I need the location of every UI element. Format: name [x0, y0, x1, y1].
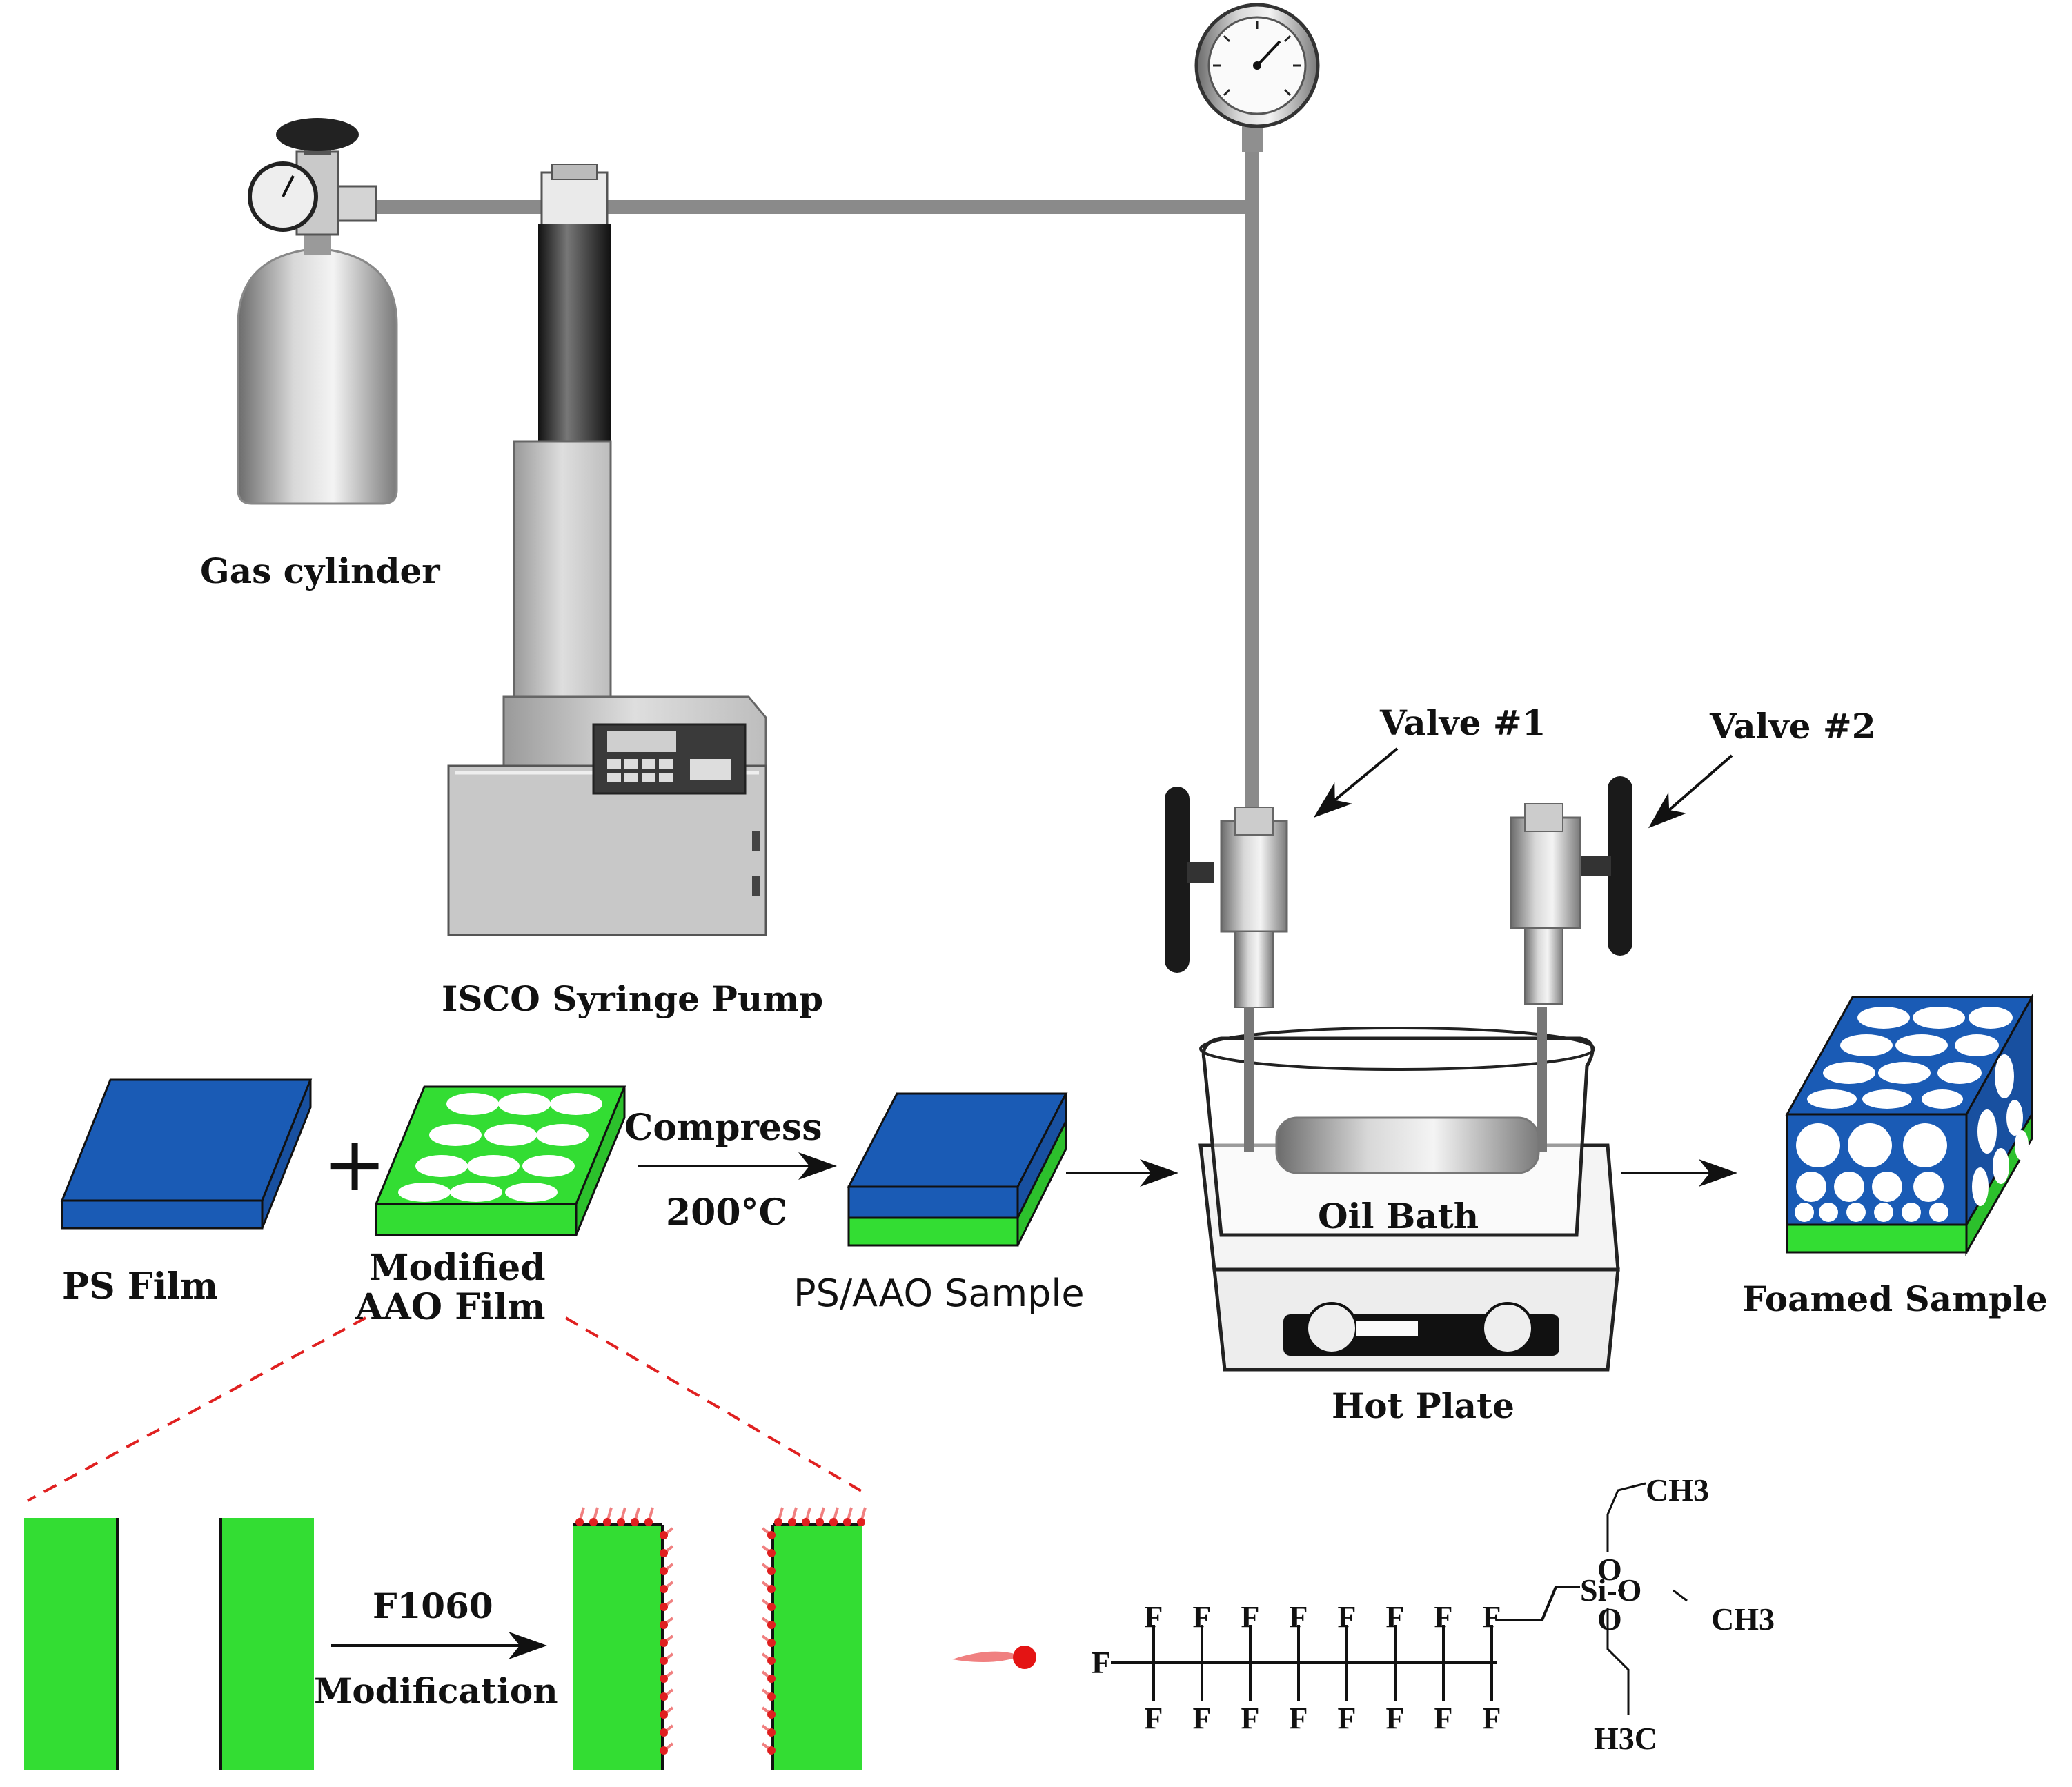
grafted-chain-head [660, 1531, 668, 1539]
grafted-chain-head [660, 1746, 668, 1755]
fluorine-atom: F [1290, 1701, 1308, 1735]
grafted-chain-head [767, 1746, 776, 1755]
grafted-chain-head [631, 1518, 639, 1526]
fluorine-atom: F [1241, 1701, 1260, 1735]
fluorine-atom: F [1193, 1701, 1212, 1735]
grafted-chain-head [767, 1531, 776, 1539]
grafted-chain-head [857, 1518, 865, 1526]
grafted-chain-head [660, 1549, 668, 1557]
ps-aao-sample-icon [847, 1092, 1068, 1247]
foamed-sample-label: Foamed Sample [1742, 1278, 2048, 1319]
gas-cylinder-label: Gas cylinder [200, 551, 440, 591]
ps-film-label: PS Film [62, 1265, 218, 1307]
grafted-chain-head [617, 1518, 625, 1526]
valve-1-icon [1165, 787, 1288, 1008]
grafted-chain-head [767, 1692, 776, 1701]
grafted-chain-head [644, 1518, 653, 1526]
f1060-grafted-chains [575, 1507, 867, 1755]
grafted-chain-head [767, 1603, 776, 1611]
hot-plate-label: Hot Plate [1332, 1385, 1514, 1426]
gas-pipeline [373, 138, 1259, 835]
fluorine-atom: F [1145, 1600, 1163, 1634]
silicon-oxygen-group: Si-O [1580, 1572, 1641, 1608]
aao-cross-section-unmodified [24, 1518, 314, 1770]
grafted-chain-head [660, 1603, 668, 1611]
grafted-chain-head [660, 1710, 668, 1719]
process-arrows [331, 747, 1737, 1659]
fluorine-atom: F [1386, 1701, 1405, 1735]
terminal-fluorine: F [1092, 1645, 1111, 1680]
grafted-chain-head [660, 1657, 668, 1665]
fluorine-atom: F [1193, 1600, 1212, 1634]
grafted-chain-head [660, 1567, 668, 1575]
modified-aao-label-line1: Modified [369, 1247, 546, 1289]
syringe-pump-icon [447, 164, 767, 936]
grafted-chain-head [788, 1518, 796, 1526]
grafted-chain-head [802, 1518, 810, 1526]
oil-bath-label: Oil Bath [1318, 1196, 1479, 1236]
grafted-chain-head [660, 1639, 668, 1647]
methyl-bottom: H3C [1594, 1721, 1657, 1756]
grafted-chain-head [589, 1518, 598, 1526]
fluorine-atom: F [1434, 1600, 1453, 1634]
grafted-chain-head [767, 1585, 776, 1593]
ps-aao-sample-label: PS/AAO Sample [793, 1272, 1085, 1315]
ethoxy-oxygen-top: O [1597, 1552, 1622, 1587]
grafted-chain-head [660, 1675, 668, 1683]
pressure-gauge-icon [1194, 3, 1320, 152]
grafted-chain-head [816, 1518, 824, 1526]
fluorine-atom: F [1483, 1701, 1501, 1735]
gas-cylinder-icon [237, 118, 398, 505]
methyl-right: CH3 [1711, 1601, 1775, 1637]
fluorine-atom: F [1290, 1600, 1308, 1634]
grafted-chain-head [660, 1621, 668, 1629]
grafted-chain-head [603, 1518, 611, 1526]
zoom-guide-lines [27, 1316, 867, 1502]
fluorine-atom: F [1434, 1701, 1453, 1735]
compress-label: Compress [624, 1107, 822, 1149]
fluorine-atom: F [1483, 1600, 1501, 1634]
grafted-chain-head [767, 1710, 776, 1719]
aao-cross-section-modified [573, 1507, 867, 1770]
foamed-sample-icon [1785, 993, 2034, 1256]
grafted-chain-head [660, 1728, 668, 1737]
oil-bath-beaker-icon [1199, 1007, 1595, 1237]
valve-1-pointer-arrow [1313, 747, 1399, 818]
modification-label: Modification [314, 1670, 558, 1711]
grafted-chain-head [767, 1621, 776, 1629]
fluorine-atom: F [1338, 1600, 1356, 1634]
grafted-chain-head [774, 1518, 782, 1526]
grafted-chain-head [767, 1567, 776, 1575]
grafted-chain-head [843, 1518, 851, 1526]
ps-film-icon [60, 1078, 313, 1230]
grafted-chain-head [767, 1639, 776, 1647]
grafted-chain-head [575, 1518, 584, 1526]
grafted-chain-head [829, 1518, 838, 1526]
syringe-pump-label: ISCO Syringe Pump [442, 978, 823, 1019]
f1060-label: F1060 [373, 1586, 493, 1626]
valve-1-label: Valve #1 [1379, 702, 1546, 743]
methyl-top: CH3 [1646, 1472, 1709, 1508]
grafted-chain-head [767, 1549, 776, 1557]
valve-2-pointer-arrow [1648, 754, 1733, 829]
fluorine-atom: F [1241, 1600, 1260, 1634]
grafted-chain-head [767, 1728, 776, 1737]
valve-2-icon [1510, 776, 1632, 1005]
fluorine-atom: F [1145, 1701, 1163, 1735]
grafted-chain-head [660, 1585, 668, 1593]
temperature-label: 200°C [666, 1192, 787, 1234]
plus-sign: + [323, 1120, 386, 1208]
modified-aao-label-line2: AAO Film [355, 1286, 546, 1328]
ethoxy-oxygen-bottom: O [1597, 1601, 1622, 1637]
modified-aao-film-icon [374, 1085, 626, 1236]
fluorine-atom: F [1338, 1701, 1356, 1735]
f1060-molecule-symbol-icon [952, 1646, 1036, 1669]
grafted-chain-head [660, 1692, 668, 1701]
grafted-chain-head [767, 1657, 776, 1665]
fluorine-atom: F [1386, 1600, 1405, 1634]
grafted-chain-head [767, 1675, 776, 1683]
valve-2-label: Valve #2 [1709, 706, 1876, 747]
